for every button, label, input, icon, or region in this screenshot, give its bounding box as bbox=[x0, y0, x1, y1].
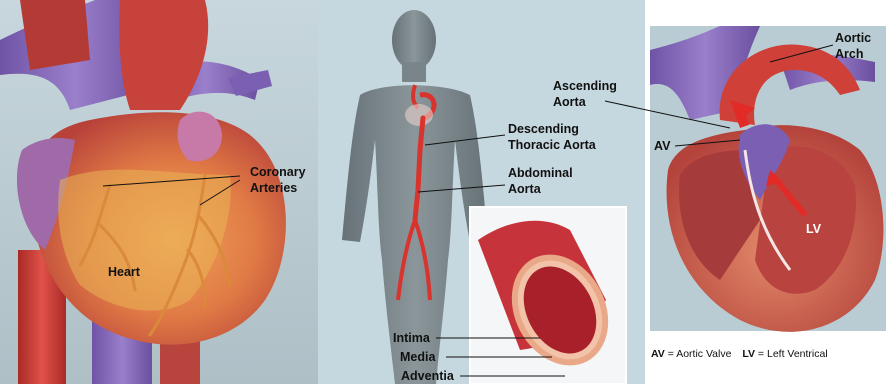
label-abdominal-2: Aorta bbox=[508, 182, 542, 196]
label-intima: Intima bbox=[393, 331, 431, 345]
label-coronary-1: Coronary bbox=[250, 165, 306, 179]
heart-panel: Coronary Arteries Heart bbox=[0, 0, 318, 384]
legend-lv-text: = Left Ventrical bbox=[755, 348, 828, 360]
label-ascending-1: Ascending bbox=[553, 79, 617, 93]
label-aortic-arch-1: Aortic bbox=[835, 31, 871, 45]
legend-av-abbr: AV bbox=[651, 348, 665, 360]
label-abdominal-1: Abdominal bbox=[508, 166, 573, 180]
label-heart: Heart bbox=[108, 265, 141, 279]
label-coronary-2: Arteries bbox=[250, 181, 297, 195]
label-adventia: Adventia bbox=[401, 369, 455, 383]
label-av: AV bbox=[654, 139, 671, 153]
legend-av-text: = Aortic Valve bbox=[665, 348, 732, 360]
legend-lv-abbr: LV bbox=[742, 348, 755, 360]
label-ascending-2: Aorta bbox=[553, 95, 587, 109]
label-media: Media bbox=[400, 350, 436, 364]
label-descending-2: Thoracic Aorta bbox=[508, 138, 597, 152]
label-aortic-arch-2: Arch bbox=[835, 47, 863, 61]
label-lv: LV bbox=[806, 222, 822, 236]
label-descending-1: Descending bbox=[508, 122, 579, 136]
